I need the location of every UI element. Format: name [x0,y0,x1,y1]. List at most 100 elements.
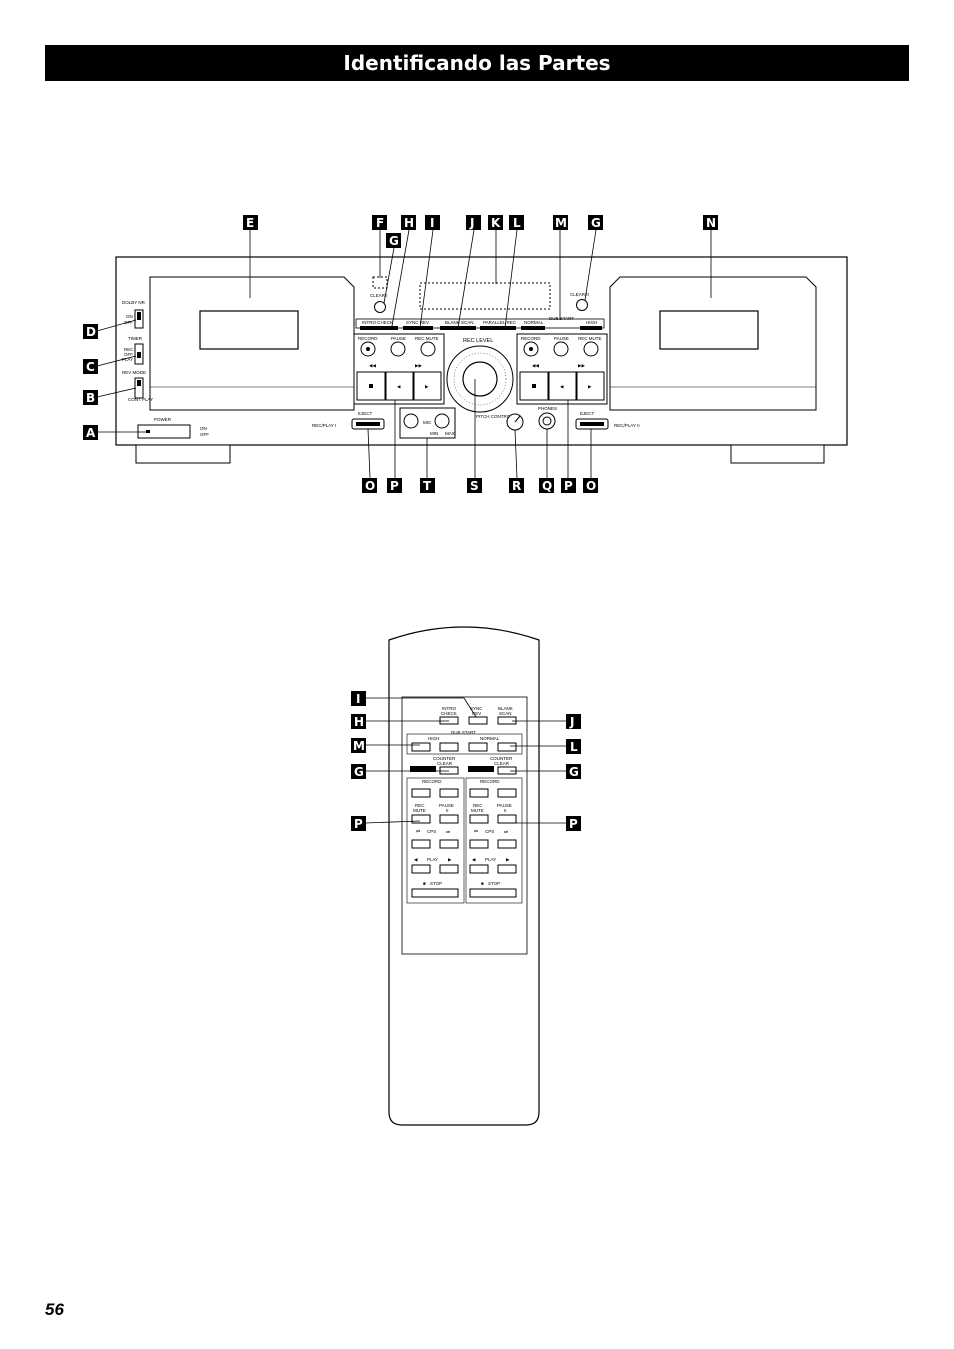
intro-check-button[interactable] [360,326,398,330]
svg-text:PHONES: PHONES [538,406,557,411]
mic-level-knob[interactable] [434,413,450,429]
remote-blank-scan-button[interactable] [497,716,517,725]
svg-text:CPS: CPS [427,829,436,834]
svg-text:Q: Q [542,479,552,493]
svg-text:M: M [353,739,365,753]
power-switch[interactable]: POWER ON OFF [137,417,209,439]
svg-text:PAUSE: PAUSE [439,803,454,808]
remote-intro-check-button[interactable] [439,716,459,725]
clear-button-2[interactable] [576,299,588,311]
svg-text:▶▶: ▶▶ [578,363,585,368]
svg-text:RECORD: RECORD [422,779,442,784]
svg-text:S: S [470,479,479,493]
remote-dub-start: DUB START HIGH NORMAL [406,730,523,755]
dolby-nr-switch[interactable]: DOLBY NR ON OFF [122,300,146,329]
svg-text:II: II [504,808,507,813]
remote-record-1a[interactable] [411,788,431,798]
remote-pause-2[interactable] [497,814,517,824]
svg-text:ON: ON [200,426,207,431]
rec-mute-button-1[interactable] [420,341,436,357]
sync-rev-button[interactable] [403,326,433,330]
callout-lines [96,229,712,479]
stop-button-2[interactable] [519,371,549,401]
remote-dub-normal-2[interactable] [497,742,517,752]
remote-record-2a[interactable] [469,788,489,798]
page-title: Identificando las Partes [343,51,611,75]
remote-dub-normal-1[interactable] [468,742,488,752]
remote-cps-prev-1[interactable] [411,839,431,849]
svg-text:EJECT: EJECT [580,411,595,416]
svg-text:CLEAR: CLEAR [494,761,510,766]
svg-text:PITCH CONTROL: PITCH CONTROL [476,414,513,419]
play-forward-button-2[interactable] [576,371,605,401]
svg-text:O: O [365,479,375,493]
svg-text:⏮: ⏮ [416,829,420,834]
remote-cps-next-1[interactable] [439,839,459,849]
dub-normal-button[interactable] [521,326,545,330]
svg-text:REC MUTE: REC MUTE [415,336,439,341]
svg-text:CLEAR II: CLEAR II [570,292,589,297]
eject-button-1[interactable]: EJECT [351,411,385,430]
cassette-door-1 [149,276,355,411]
rec-mute-button-2[interactable] [583,341,599,357]
remote-top-row: INTRO CHECK SYNC REV BLANK SCAN [439,706,517,725]
svg-text:PARALLEL REC: PARALLEL REC [483,320,517,325]
eject-button-2[interactable]: EJECT [575,411,609,430]
svg-text:◀◀: ◀◀ [369,363,376,368]
svg-text:C: C [86,360,95,374]
clear-button-1[interactable] [374,301,386,313]
remote-play-rev-2[interactable] [469,864,489,874]
svg-text:K: K [491,216,501,230]
remote-dub-high-1[interactable] [411,742,431,752]
remote-rec-mute-1[interactable] [411,814,431,824]
remote-button-panel [401,696,528,955]
remote-counter-clear-1[interactable] [439,766,459,775]
rec-level-knob[interactable]: REC LEVEL [446,338,514,413]
remote-counter-clear-2[interactable] [497,766,517,775]
remote-record-1b[interactable] [439,788,459,798]
svg-text:MIC: MIC [423,420,432,425]
svg-text:G: G [389,234,399,248]
svg-text:CONT PLAY: CONT PLAY [128,397,153,402]
svg-text:OFF: OFF [124,320,133,325]
svg-text:REV: REV [472,711,481,716]
svg-text:II: II [446,808,449,813]
remote-dub-high-2[interactable] [439,742,459,752]
svg-text:◀: ◀ [472,857,476,862]
remote-stop-1[interactable] [411,888,459,898]
svg-text:T: T [423,479,432,493]
svg-text:⏭: ⏭ [446,829,450,834]
remote-sync-rev-button[interactable] [468,716,488,725]
pause-button-2[interactable] [553,341,569,357]
svg-text:A: A [86,426,96,440]
remote-cps-prev-2[interactable] [469,839,489,849]
remote-play-fwd-2[interactable] [497,864,517,874]
svg-text:I: I [356,692,360,706]
remote-stop-2[interactable] [469,888,517,898]
remote-counter-row: COUNTER CLEAR COUNTER CLEAR [410,756,517,775]
pitch-control-knob[interactable]: PITCH CONTROL [476,413,524,431]
svg-text:MUTE: MUTE [471,808,484,813]
svg-text:CPS: CPS [485,829,494,834]
play-reverse-button-2[interactable] [548,371,577,401]
remote-play-fwd-1[interactable] [439,864,459,874]
remote-callouts-right: J L G P [566,714,581,831]
timer-switch[interactable]: TIMER REC OFF PLAY [122,336,144,365]
mic-jack[interactable] [403,413,419,429]
phones-jack[interactable]: PHONES [538,406,557,430]
remote-play-rev-1[interactable] [411,864,431,874]
dub-high-button[interactable] [580,326,602,330]
remote-callouts-left: I H M G P [351,691,366,831]
play-reverse-button-1[interactable] [385,371,414,401]
svg-text:R: R [512,479,521,493]
parallel-rec-button[interactable] [480,326,516,330]
remote-pause-1[interactable] [439,814,459,824]
svg-text:STOP: STOP [488,881,500,886]
remote-rec-mute-2[interactable] [469,814,489,824]
play-forward-button-1[interactable] [413,371,442,401]
transport-deck-2: RECORD PAUSE REC MUTE ◀◀ ▶▶ ◀ ▶ [516,333,608,405]
pause-button-1[interactable] [390,341,406,357]
remote-cps-next-2[interactable] [497,839,517,849]
callouts-bottom: O P T S R Q P O [362,478,598,493]
remote-record-2b[interactable] [497,788,517,798]
